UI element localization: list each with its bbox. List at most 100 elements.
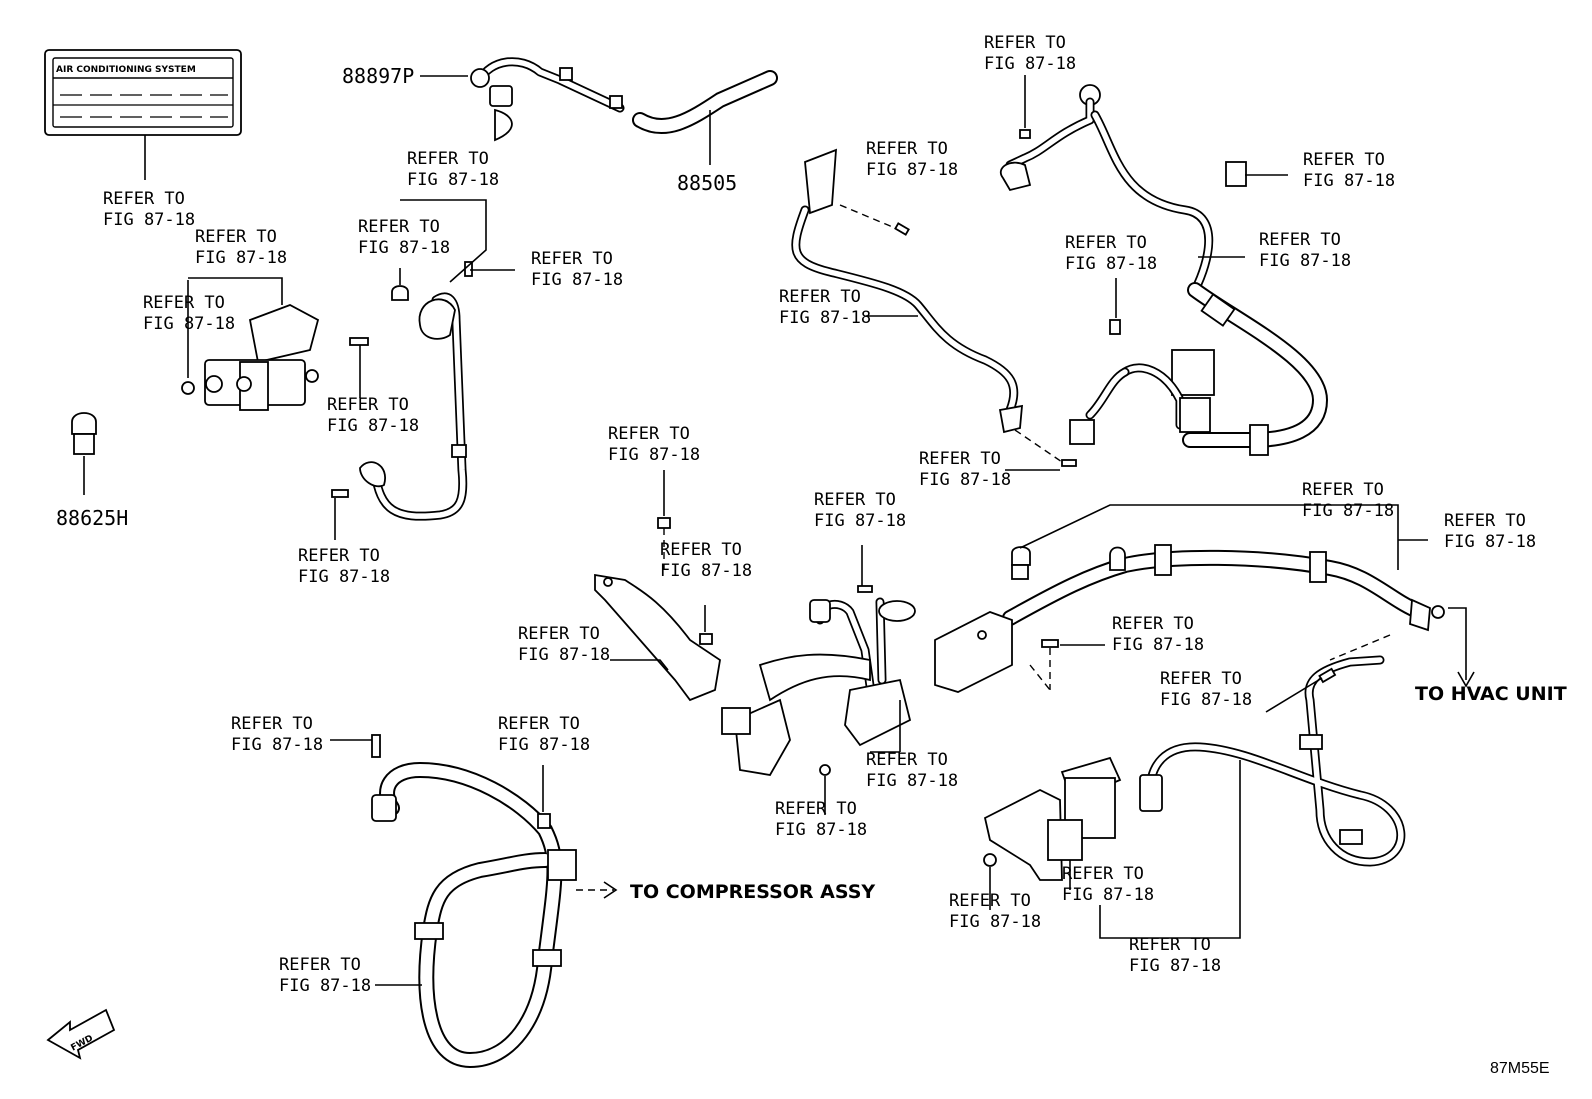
diagram-code: 87M55E (1490, 1060, 1550, 1077)
callout-fig-text: FIG 87-18 (518, 645, 610, 665)
callout-fig-text: FIG 87-18 (1259, 251, 1351, 271)
plug-88625h (71, 412, 97, 455)
callout-fig-text: FIG 87-18 (919, 470, 1011, 490)
callout-refer-text: REFER TO (518, 624, 600, 644)
callout-refer-text: REFER TO (143, 293, 225, 313)
callout-refer-text: REFER TO (1065, 233, 1147, 253)
callout-refer-text: REFER TO (407, 149, 489, 169)
fwd-arrow-icon: FWD (46, 1008, 116, 1060)
callout-refer-text: REFER TO (1259, 230, 1341, 250)
callout-fig-text: FIG 87-18 (298, 567, 390, 587)
callout-fig-text: FIG 87-18 (608, 445, 700, 465)
discharge-hose (371, 734, 577, 1068)
part-number-88625h: 88625H (56, 506, 128, 530)
callout-refer-text: REFER TO (195, 227, 277, 247)
callout-fig-text: FIG 87-18 (1129, 956, 1221, 976)
callout-fig-text: FIG 87-18 (866, 771, 958, 791)
callout-fig-text: FIG 87-18 (779, 308, 871, 328)
callout-fig-text: FIG 87-18 (195, 248, 287, 268)
to-compressor-label: TO COMPRESSOR ASSY (630, 881, 875, 903)
callout-refer-text: REFER TO (660, 540, 742, 560)
callout-refer-text: REFER TO (866, 750, 948, 770)
callout-refer-text: REFER TO (949, 891, 1031, 911)
to-hvac-label: TO HVAC UNIT (1415, 683, 1567, 705)
callout-refer-text: REFER TO (531, 249, 613, 269)
callout-fig-text: FIG 87-18 (866, 160, 958, 180)
callout-fig-text: FIG 87-18 (231, 735, 323, 755)
callout-fig-text: FIG 87-18 (498, 735, 590, 755)
part-number-88897p: 88897P (342, 64, 414, 88)
callout-refer-text: REFER TO (358, 217, 440, 237)
callout-refer-text: REFER TO (279, 955, 361, 975)
callout-fig-text: FIG 87-18 (1065, 254, 1157, 274)
callout-refer-text: REFER TO (775, 799, 857, 819)
callout-refer-text: REFER TO (1444, 511, 1526, 531)
callout-refer-text: REFER TO (779, 287, 861, 307)
callout-fig-text: FIG 87-18 (1303, 171, 1395, 191)
callout-refer-text: REFER TO (1303, 150, 1385, 170)
part-number-88505: 88505 (677, 171, 737, 195)
callout-fig-text: FIG 87-18 (949, 912, 1041, 932)
callout-fig-text: FIG 87-18 (358, 238, 450, 258)
receiver-bracket (983, 756, 1122, 881)
callout-refer-text: REFER TO (327, 395, 409, 415)
expansion-valve-center (721, 585, 916, 776)
callout-refer-text: REFER TO (231, 714, 313, 734)
pipe-lower-right (1139, 655, 1406, 867)
callout-fig-text: FIG 87-18 (1112, 635, 1204, 655)
caution-label-title: AIR CONDITIONING SYSTEM (56, 65, 196, 75)
callout-refer-text: REFER TO (866, 139, 948, 159)
callout-refer-text: REFER TO (498, 714, 580, 734)
expansion-valve-left (181, 304, 320, 411)
harness-right (1069, 319, 1215, 445)
callout-refer-text: REFER TO (608, 424, 690, 444)
callout-refer-text: REFER TO (814, 490, 896, 510)
callout-refer-text: REFER TO (1112, 614, 1194, 634)
callout-fig-text: FIG 87-18 (1302, 501, 1394, 521)
callout-fig-text: FIG 87-18 (1160, 690, 1252, 710)
suction-pipe-left (331, 261, 473, 521)
callout-refer-text: REFER TO (919, 449, 1001, 469)
callout-refer-text: REFER TO (1160, 669, 1242, 689)
callout-fig-text: FIG 87-18 (775, 820, 867, 840)
harness-center (791, 148, 1077, 467)
callout-fig-text: FIG 87-18 (1444, 532, 1536, 552)
callout-fig-text: FIG 87-18 (531, 270, 623, 290)
callout-refer-text: REFER TO (984, 33, 1066, 53)
hose-88505 (470, 57, 778, 142)
callout-refer-text: REFER TO (298, 546, 380, 566)
callout-fig-text: FIG 87-18 (143, 314, 235, 334)
callout-refer-text: REFER TO (1062, 864, 1144, 884)
